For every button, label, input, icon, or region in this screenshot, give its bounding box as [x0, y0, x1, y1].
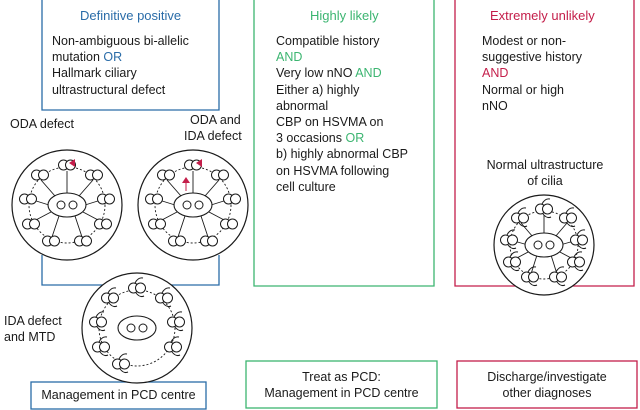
col1-line2: mutation OR: [52, 49, 189, 65]
col1-or: OR: [103, 50, 123, 65]
col2-l2: AND: [276, 50, 303, 65]
col3-l4: Normal or high: [482, 82, 564, 97]
col2-l9: on HSVMA following: [276, 163, 390, 178]
col2-l4: Either a) highly: [276, 82, 360, 97]
col1-line4: ultrastructural defect: [52, 82, 166, 97]
arrow-red-oda-2: [196, 159, 202, 167]
col2-result-label: Treat as PCD: Management in PCD centre: [246, 369, 437, 401]
label-ida-mtd: IDA defect and MTD: [4, 313, 62, 345]
col3-l1: Modest or non-: [482, 34, 567, 48]
col3-result-label: Discharge/investigate other diagnoses: [457, 369, 637, 401]
col2-l7-or: OR: [345, 131, 365, 146]
col2-l3: Very low nNO AND: [276, 65, 408, 81]
green-result-box: [245, 360, 438, 409]
label-ida-mtd-line2: and MTD: [4, 330, 56, 345]
col1-title: Definitive positive: [80, 8, 182, 23]
label-oda-defect: ODA defect: [10, 117, 74, 131]
col1-line3: Hallmark ciliary: [52, 66, 137, 81]
arrow-red-ida: [182, 177, 190, 183]
col2-result-line1: Treat as PCD:: [302, 370, 381, 384]
label-ida-mtd-line1: IDA defect: [4, 314, 62, 328]
col3-l5: nNO: [482, 98, 508, 113]
col3-l2: suggestive history: [482, 50, 583, 65]
col1-criteria: Non-ambiguous bi-allelic mutation OR Hal…: [52, 33, 189, 98]
col3-normal-label: Normal ultrastructure of cilia: [460, 157, 630, 189]
col2-l5: abnormal: [276, 98, 329, 113]
blue-bracket-top: [41, 0, 220, 111]
col2-criteria: Compatible history AND Very low nNO AND …: [276, 33, 408, 195]
col2-result-line2: Management in PCD centre: [264, 386, 419, 400]
col3-result-line2: other diagnoses: [502, 386, 592, 400]
col2-l7-text: 3 occasions: [276, 131, 346, 146]
col1-result-label: Management in PCD centre: [41, 388, 196, 402]
col2-title: Highly likely: [310, 8, 379, 23]
col3-title: Extremely unlikely: [490, 8, 595, 23]
cilium-normal: [493, 194, 595, 296]
col2-l8: b) highly abnormal CBP: [276, 147, 409, 162]
col1-line2-text: mutation: [52, 50, 104, 65]
label-oda-ida-line1: ODA and: [190, 113, 241, 127]
label-oda-ida-line2: IDA defect: [184, 129, 242, 144]
col2-l1: Compatible history: [276, 34, 380, 48]
green-bracket: [253, 0, 435, 287]
blue-result-box: [30, 381, 207, 410]
cilium-oda-defect: [11, 149, 123, 261]
col1-line1: Non-ambiguous bi-allelic: [52, 34, 189, 48]
col2-l3-text: Very low nNO: [276, 66, 356, 81]
cilium-oda-ida-defect: [137, 149, 249, 261]
cilium-ida-mtd-defect: [81, 272, 193, 384]
col2-l6: CBP on HSVMA on: [276, 115, 384, 130]
col3-normal-line1: Normal ultrastructure: [486, 158, 604, 172]
arrow-red-oda: [69, 159, 75, 167]
label-oda-ida-defect: ODA and IDA defect: [184, 112, 242, 144]
red-result-box: [456, 360, 638, 409]
col3-l3: AND: [482, 66, 509, 81]
col3-normal-line2: of cilia: [527, 174, 563, 188]
col2-l3-and: AND: [355, 66, 382, 81]
col3-criteria: Modest or non- suggestive history AND No…: [482, 33, 582, 114]
col3-result-line1: Discharge/investigate: [487, 370, 607, 384]
col2-l10: cell culture: [276, 179, 336, 194]
col2-l7: 3 occasions OR: [276, 130, 408, 146]
